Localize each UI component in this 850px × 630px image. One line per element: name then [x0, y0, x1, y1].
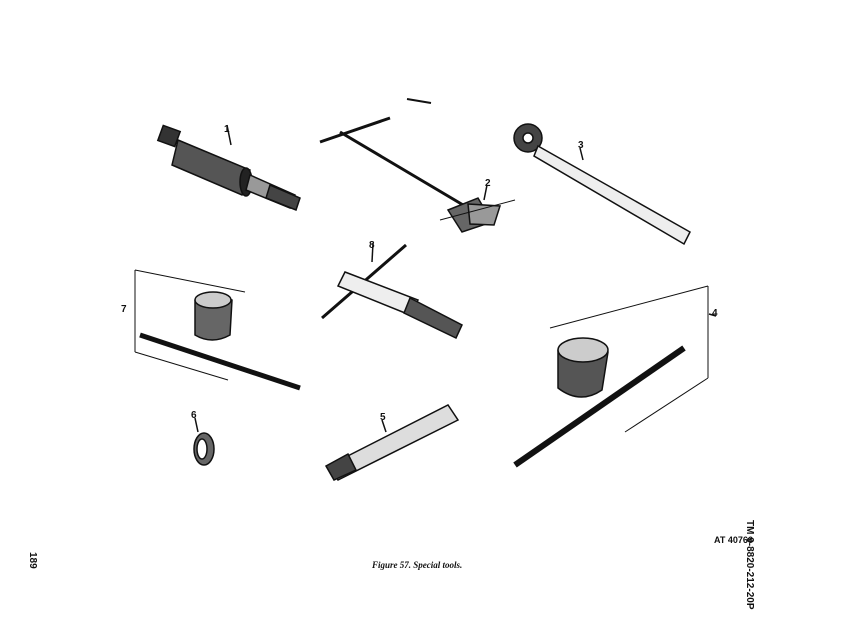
- tool-2-tbar: [319, 116, 516, 233]
- callout-4: 4: [712, 308, 718, 319]
- callout-1: 1: [224, 124, 230, 135]
- callout-5: 5: [380, 412, 386, 423]
- callout-2: 2: [485, 178, 491, 189]
- tool-1-adapter: [156, 124, 301, 211]
- tool-8-thandle: [321, 242, 463, 340]
- figure-caption: Figure 57. Special tools.: [372, 560, 463, 570]
- callout-3: 3: [578, 140, 584, 151]
- callout-7: 7: [121, 304, 127, 315]
- figure-id: AT 40766: [714, 535, 753, 545]
- callout-6: 6: [191, 410, 197, 421]
- tool-5-drive-bar: [324, 404, 460, 481]
- callout-8: 8: [369, 240, 375, 251]
- page-number: 189: [27, 552, 38, 569]
- tool-7-socket: [134, 269, 301, 391]
- tool-3-wrench: [513, 123, 691, 246]
- manual-number: TM 9-8820-212-20P: [744, 520, 755, 610]
- tool-6-ring: [193, 417, 215, 466]
- tool-4-socket: [513, 285, 717, 468]
